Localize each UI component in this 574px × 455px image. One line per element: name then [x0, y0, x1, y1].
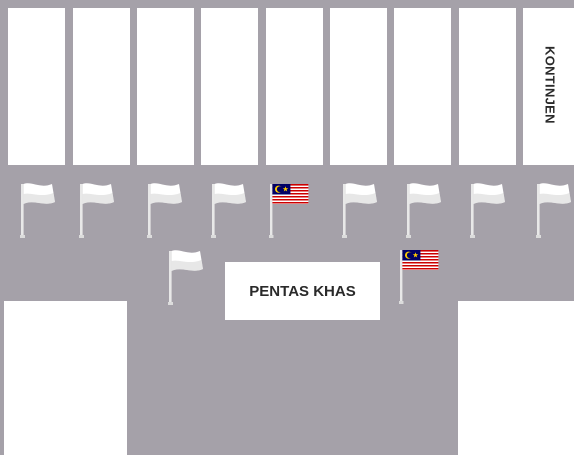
- seat-block-8: [459, 8, 516, 165]
- seat-block-6: [330, 8, 387, 165]
- white-flag-icon: [211, 183, 246, 238]
- seat-block-2: [73, 8, 130, 165]
- white-flag-icon: [342, 183, 377, 238]
- white-flag-icon: [20, 183, 55, 238]
- white-flag-icon: [147, 183, 182, 238]
- white-flag-icon: [470, 183, 505, 238]
- white-flag-icon: [168, 250, 203, 305]
- pentas-khas-stage: PENTAS KHAS: [225, 262, 380, 320]
- seat-block-5: [266, 8, 323, 165]
- malaysia-flag-icon: [399, 250, 439, 304]
- left-bottom-block: [4, 301, 127, 455]
- malaysia-flag-icon: [269, 184, 309, 238]
- pentas-khas-label: PENTAS KHAS: [249, 282, 356, 300]
- seat-block-3: [137, 8, 194, 165]
- seat-block-7: [394, 8, 451, 165]
- kontinjen-label: KONTINJEN: [542, 46, 558, 124]
- white-flag-icon: [406, 183, 441, 238]
- right-bottom-block: [458, 301, 574, 455]
- seat-block-1: [8, 8, 65, 165]
- seat-block-4: [201, 8, 258, 165]
- white-flag-icon: [79, 183, 114, 238]
- kontinjen-block: [523, 8, 574, 165]
- white-flag-icon: [536, 183, 571, 238]
